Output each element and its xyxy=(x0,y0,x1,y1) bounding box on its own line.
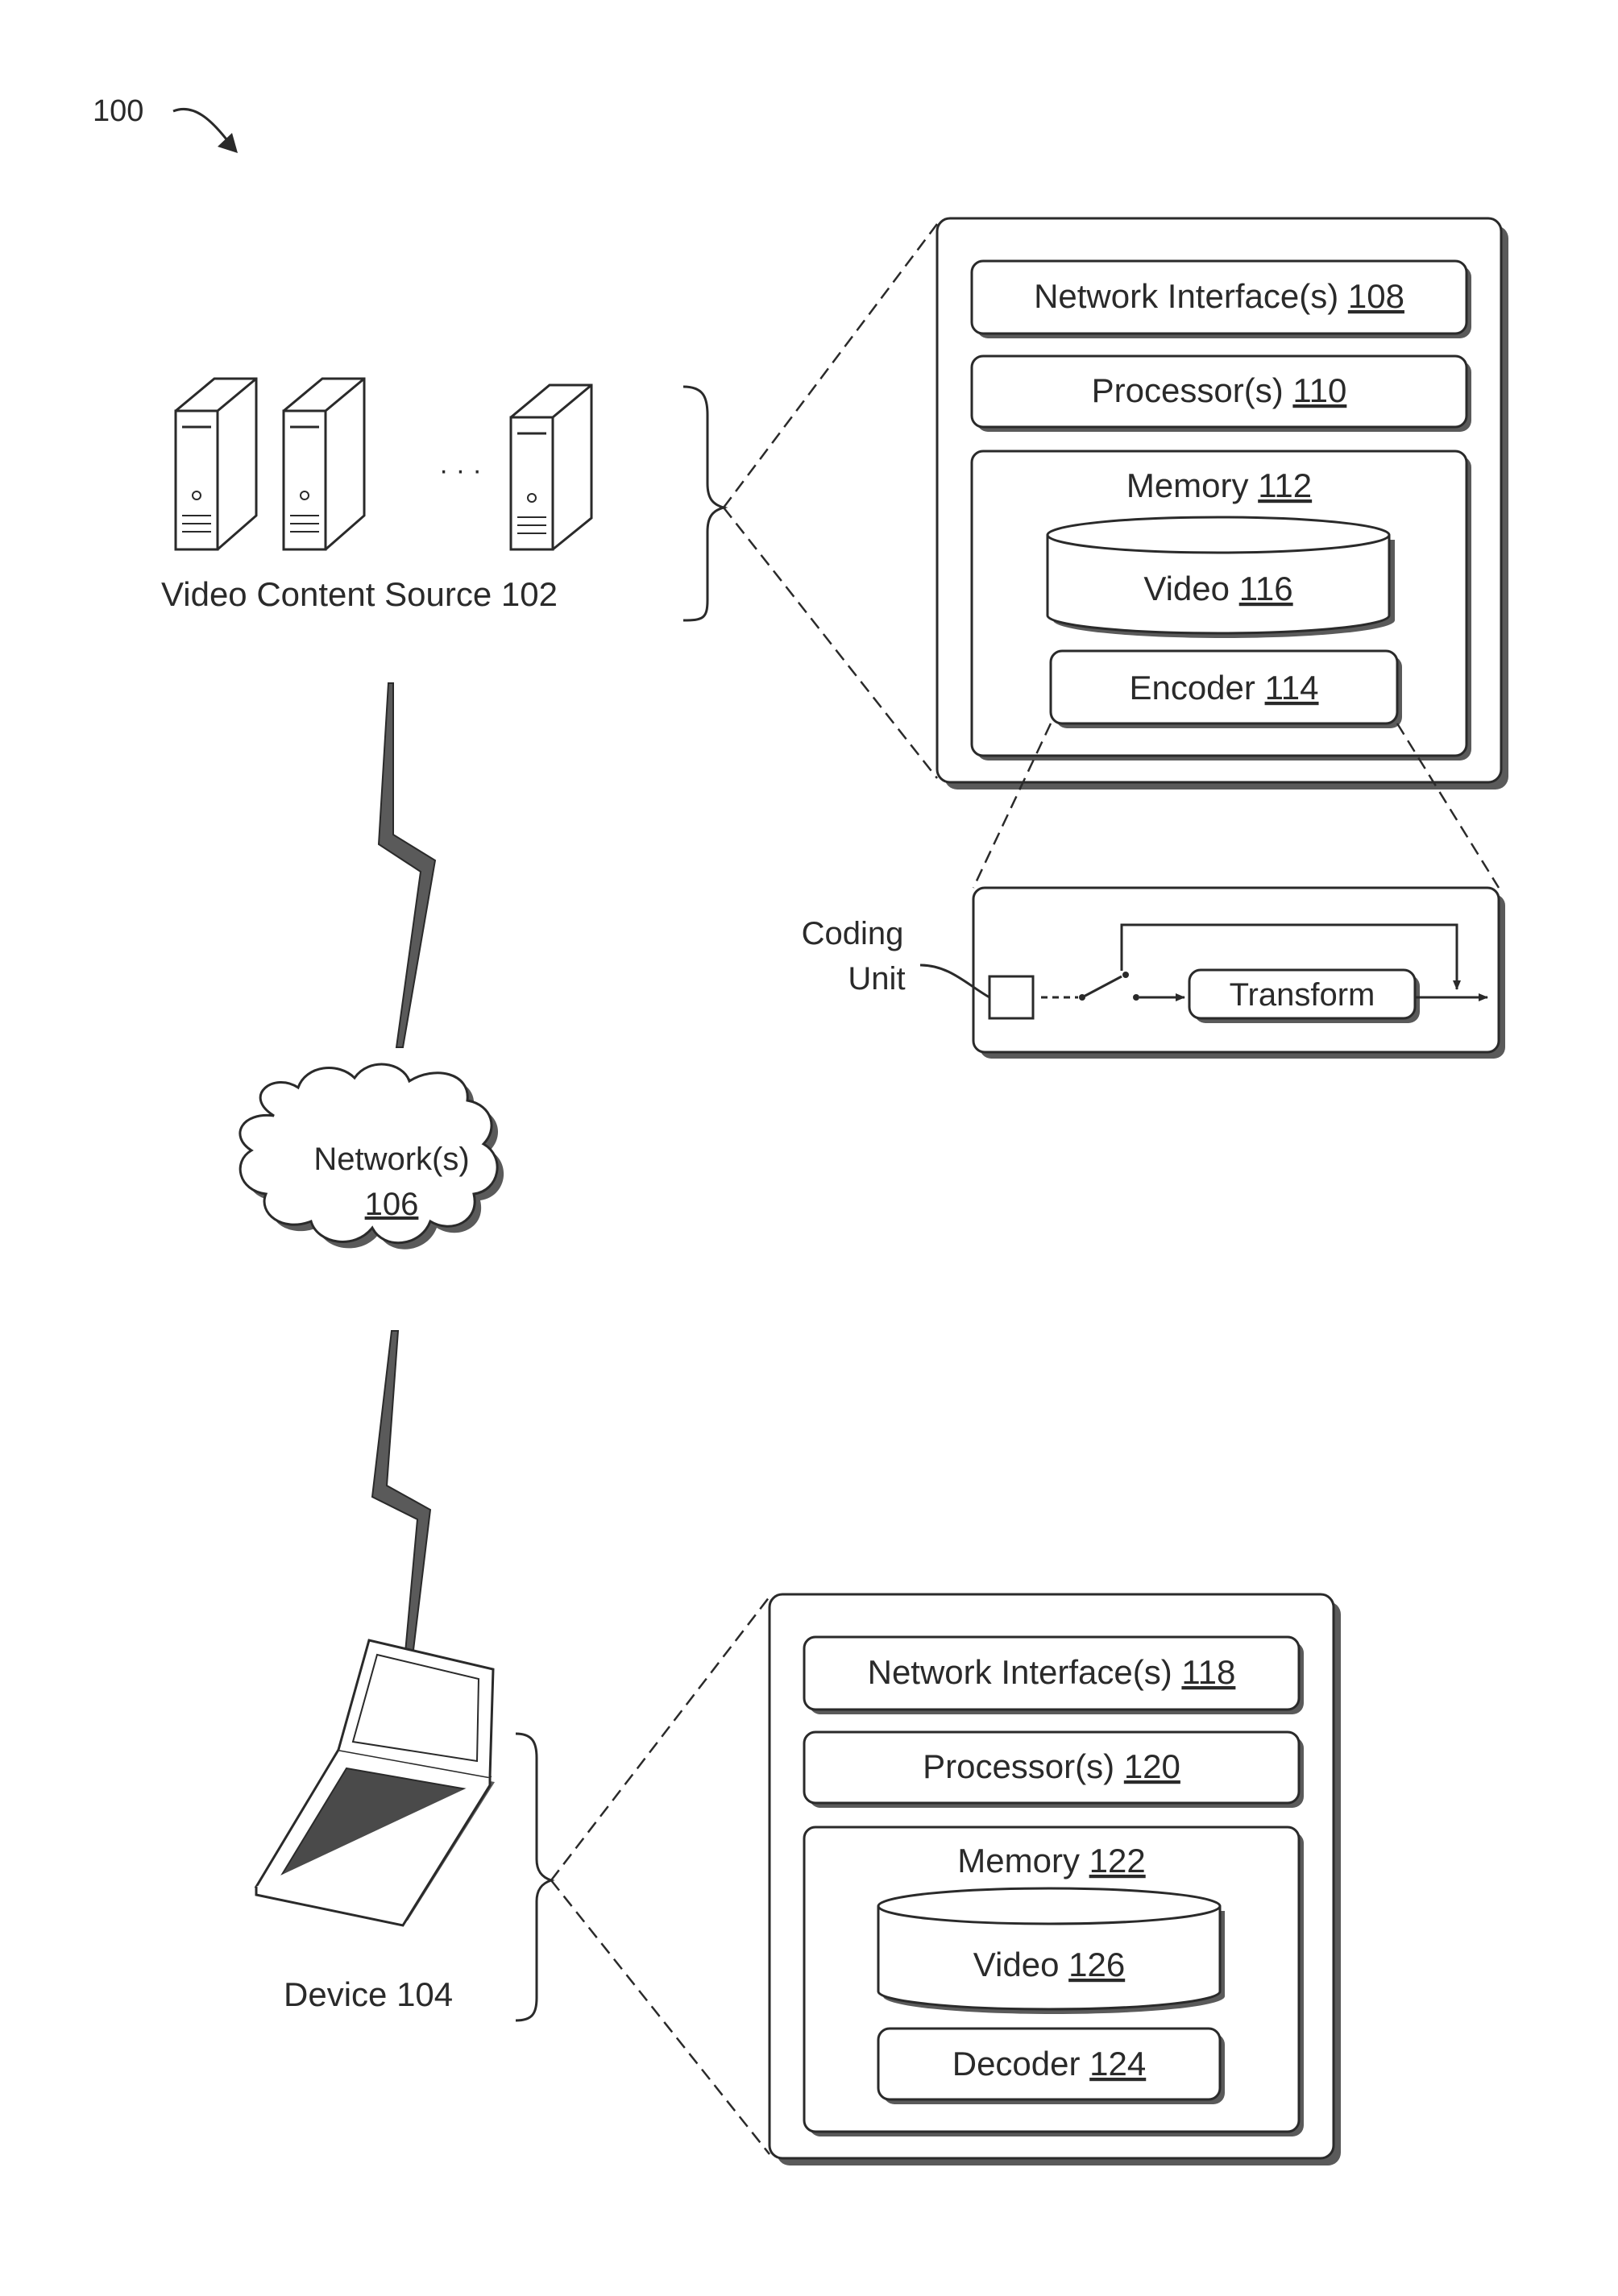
coding-unit-square xyxy=(989,976,1033,1018)
device-detail-panel: Network Interface(s) 118 Processor(s) 12… xyxy=(770,1594,1341,2165)
server-ellipsis: · · · xyxy=(439,455,482,486)
server-icon xyxy=(511,385,591,549)
server-icon xyxy=(284,379,364,549)
server-video-label: Video 116 xyxy=(1143,570,1292,607)
figure-number: 100 xyxy=(93,94,143,128)
network-label: Network(s) xyxy=(313,1142,469,1177)
server-processor-label: Processor(s) 110 xyxy=(1092,371,1347,409)
video-content-source-label: Video Content Source 102 xyxy=(161,575,558,613)
network-cloud: Network(s) 106 xyxy=(240,1064,504,1250)
server-video-cylinder: Video 116 xyxy=(1048,517,1395,638)
video-source-number: 102 xyxy=(501,575,558,613)
figure-reference: 100 xyxy=(93,94,238,153)
decoder-label: Decoder 124 xyxy=(952,2045,1147,2083)
server-detail-panel: Network Interface(s) 108 Processor(s) 11… xyxy=(937,218,1508,790)
server-network-interface-label: Network Interface(s) 108 xyxy=(1034,277,1404,315)
device-network-interface-label: Network Interface(s) 118 xyxy=(868,1653,1236,1691)
device-label: Device 104 xyxy=(284,1975,453,2013)
lightning-bolt-upper xyxy=(379,683,435,1047)
server-brace xyxy=(683,387,724,620)
server-panel-connector-top xyxy=(724,224,937,508)
encoder-label: Encoder 114 xyxy=(1129,669,1318,707)
video-source-word3: Source xyxy=(384,575,492,613)
device-panel-connector-top xyxy=(551,1597,770,1880)
device-memory-label: Memory 122 xyxy=(957,1842,1145,1879)
laptop-icon xyxy=(256,1640,495,1925)
server-memory-label: Memory 112 xyxy=(1126,466,1312,504)
transform-label: Transform xyxy=(1230,977,1375,1013)
network-number: 106 xyxy=(365,1187,419,1222)
device-video-label: Video 126 xyxy=(973,1946,1125,1983)
figure-reference-arrow xyxy=(173,109,230,143)
encoder-detail-panel: Transform xyxy=(973,888,1505,1059)
device-video-cylinder: Video 126 xyxy=(878,1888,1225,2014)
figure-reference-arrowhead xyxy=(218,133,238,153)
server-icons: · · · xyxy=(176,379,591,549)
video-source-word2: Content xyxy=(256,575,375,613)
coding-unit-label-line2: Unit xyxy=(848,961,905,997)
server-icon xyxy=(176,379,256,549)
coding-unit-label-line1: Coding xyxy=(802,916,904,951)
device-panel-connector-bottom xyxy=(551,1880,770,2154)
device-brace xyxy=(516,1734,551,2020)
lightning-bolt-lower xyxy=(372,1331,430,1697)
device-processor-label: Processor(s) 120 xyxy=(923,1747,1180,1785)
video-source-word1: Video xyxy=(161,575,247,613)
server-panel-connector-bottom xyxy=(724,508,937,778)
